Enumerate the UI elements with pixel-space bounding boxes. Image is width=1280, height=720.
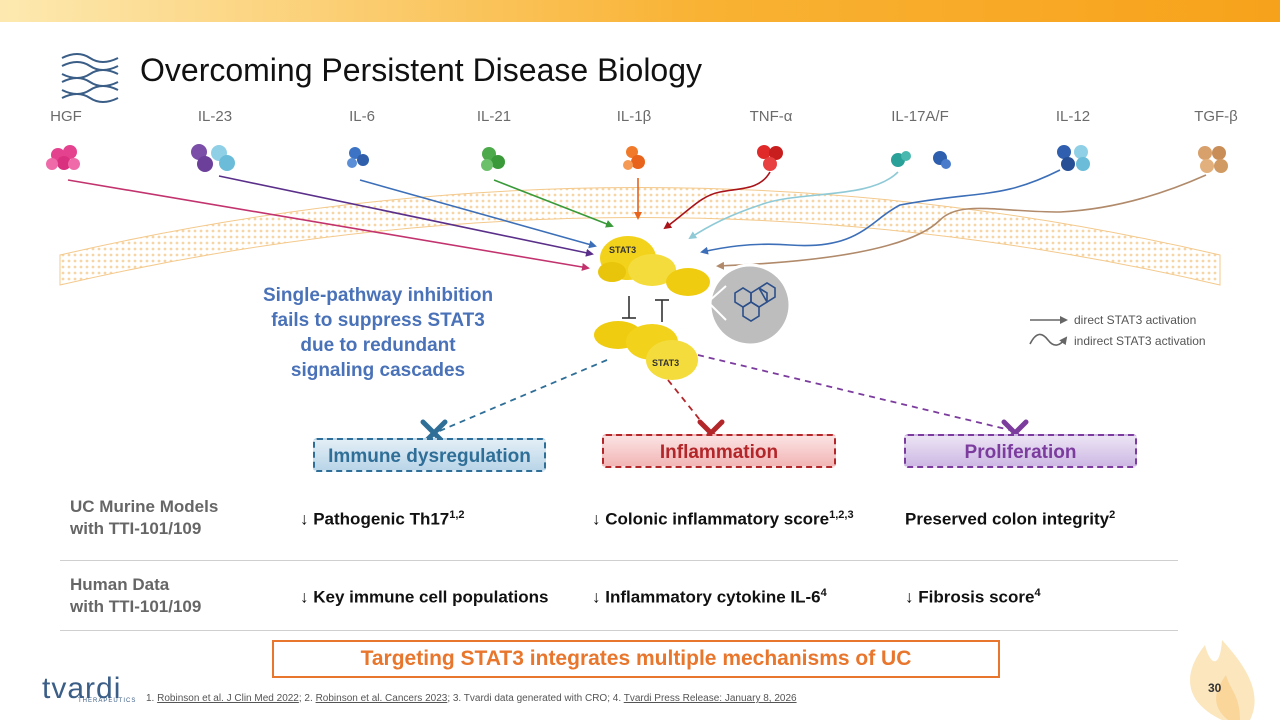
mechanism-line: signaling cascades: [290, 360, 466, 381]
ref-text: 1.: [146, 693, 158, 704]
mechanism-line: fails to suppress STAT3: [271, 310, 485, 331]
references-footnote: 1. Robinson et al. J Clin Med 2022; 2. R…: [146, 693, 797, 704]
arrow-tnfa: [663, 171, 771, 230]
cell-human-immune: ↓ Key immune cell populations: [300, 587, 548, 608]
cell-text: ↓ Key immune cell populations: [300, 587, 549, 607]
cytokine-il21-icon: [481, 147, 505, 171]
cell-murine-proliferation: Preserved colon integrity2: [905, 509, 1115, 530]
inhibitor-molecule-icon: [707, 263, 792, 347]
cytokine-label-il23: IL-23: [197, 108, 233, 125]
row-divider: [60, 560, 1178, 561]
mechanism-text: Single-pathway inhibition fails to suppr…: [228, 283, 528, 383]
stat3-protein-bottom: [594, 321, 698, 380]
row-label-line: with TTI-101/109: [70, 519, 202, 538]
network-logo-icon: [61, 53, 119, 103]
cell-murine-inflammation: ↓ Colonic inflammatory score1,2,3: [592, 509, 854, 530]
ref-text: ; 3. Tvardi data generated with CRO; 4.: [447, 693, 624, 704]
row-label-line: Human Data: [70, 575, 170, 594]
arrow-il12: [700, 169, 1061, 255]
cell-superscript: 1,2: [449, 509, 465, 521]
ref-link-1[interactable]: Robinson et al. J Clin Med 2022: [157, 693, 299, 704]
cytokine-hgf-icon: [46, 145, 80, 170]
cytokine-label-hgf: HGF: [50, 108, 82, 125]
row-label-murine: UC Murine Models with TTI-101/109: [70, 496, 218, 540]
cytokine-label-il12: IL-12: [1055, 108, 1091, 125]
cytokine-label-il6: IL-6: [349, 108, 375, 125]
ref-link-2[interactable]: Robinson et al. Cancers 2023: [315, 693, 448, 704]
row-divider: [60, 630, 1178, 631]
arrow-il6: [359, 179, 597, 249]
tvardi-logo: tvardi: [42, 672, 122, 705]
arrow-tgfb: [716, 174, 1207, 270]
cytokine-il12-icon: [1057, 145, 1090, 171]
row-label-line: with TTI-101/109: [70, 597, 202, 616]
arrow-il21: [493, 179, 614, 228]
legend-indirect-arrow-icon: [1029, 333, 1068, 346]
cell-human-inflammation: ↓ Inflammatory cytokine IL-64: [592, 587, 827, 608]
stat3-protein-top: [598, 236, 710, 296]
cell-murine-immune: ↓ Pathogenic Th171,2: [300, 509, 465, 530]
arrow-il23: [218, 175, 594, 257]
legend-indirect-label: indirect STAT3 activation: [1074, 334, 1206, 348]
cell-membrane: [59, 187, 1221, 286]
inhibitor-bind-marks: [622, 296, 669, 322]
cell-human-proliferation: ↓ Fibrosis score4: [905, 587, 1041, 608]
slide-title: Overcoming Persistent Disease Biology: [140, 52, 703, 88]
cell-superscript: 4: [820, 587, 827, 599]
cytokine-il17-icon: [891, 151, 951, 169]
cell-superscript: 1,2,3: [829, 509, 854, 521]
outcome-box-immune-dysregulation: Immune dysregulation: [313, 438, 546, 472]
tvardi-logo-subtitle: THERAPEUTICS: [78, 698, 137, 704]
ref-link-4[interactable]: Tvardi Press Release: January 8, 2026: [623, 693, 797, 704]
cytokine-label-il21: IL-21: [476, 108, 512, 125]
legend-direct-label: direct STAT3 activation: [1074, 313, 1197, 327]
stat3-label-bottom: STAT3: [652, 358, 680, 368]
cell-text: ↓ Pathogenic Th17: [300, 509, 450, 529]
cytokine-label-tnfa: TNF-α: [749, 108, 793, 125]
cytokine-il6-icon: [347, 147, 369, 168]
cytokine-label-il1b: IL-1β: [616, 108, 652, 125]
cytokine-tnfa-icon: [757, 145, 783, 171]
row-label-human: Human Data with TTI-101/109: [70, 574, 201, 618]
outcome-box-proliferation: Proliferation: [904, 434, 1137, 468]
arrow-il17: [688, 171, 899, 240]
cell-superscript: 2: [1109, 509, 1116, 521]
ref-text: ; 2.: [298, 693, 316, 704]
row-label-line: UC Murine Models: [70, 497, 219, 516]
cytokine-label-il17: IL-17A/F: [891, 108, 949, 125]
mechanism-line: Single-pathway inhibition: [262, 285, 494, 306]
top-accent-bar: [0, 0, 1280, 22]
flame-decoration-icon: [1190, 640, 1255, 720]
cell-text: ↓ Colonic inflammatory score: [592, 509, 830, 529]
cytokine-tgfb-icon: [1198, 146, 1228, 173]
cell-text: Preserved colon integrity: [905, 509, 1110, 529]
arrow-hgf: [67, 179, 590, 271]
cytokine-il23-icon: [191, 144, 235, 172]
dashed-line-proliferation: [697, 354, 1011, 431]
page-number: 30: [1208, 681, 1222, 695]
cell-text: ↓ Inflammatory cytokine IL-6: [592, 587, 821, 607]
cytokine-label-tgfb: TGF-β: [1194, 108, 1238, 125]
cytokine-il1b-icon: [623, 146, 645, 170]
outcome-box-inflammation: Inflammation: [602, 434, 836, 468]
mechanism-line: due to redundant: [300, 335, 456, 356]
cell-text: ↓ Fibrosis score: [905, 587, 1035, 607]
stat3-label-top: STAT3: [609, 245, 637, 255]
cell-superscript: 4: [1034, 587, 1041, 599]
summary-banner: Targeting STAT3 integrates multiple mech…: [272, 640, 1000, 678]
